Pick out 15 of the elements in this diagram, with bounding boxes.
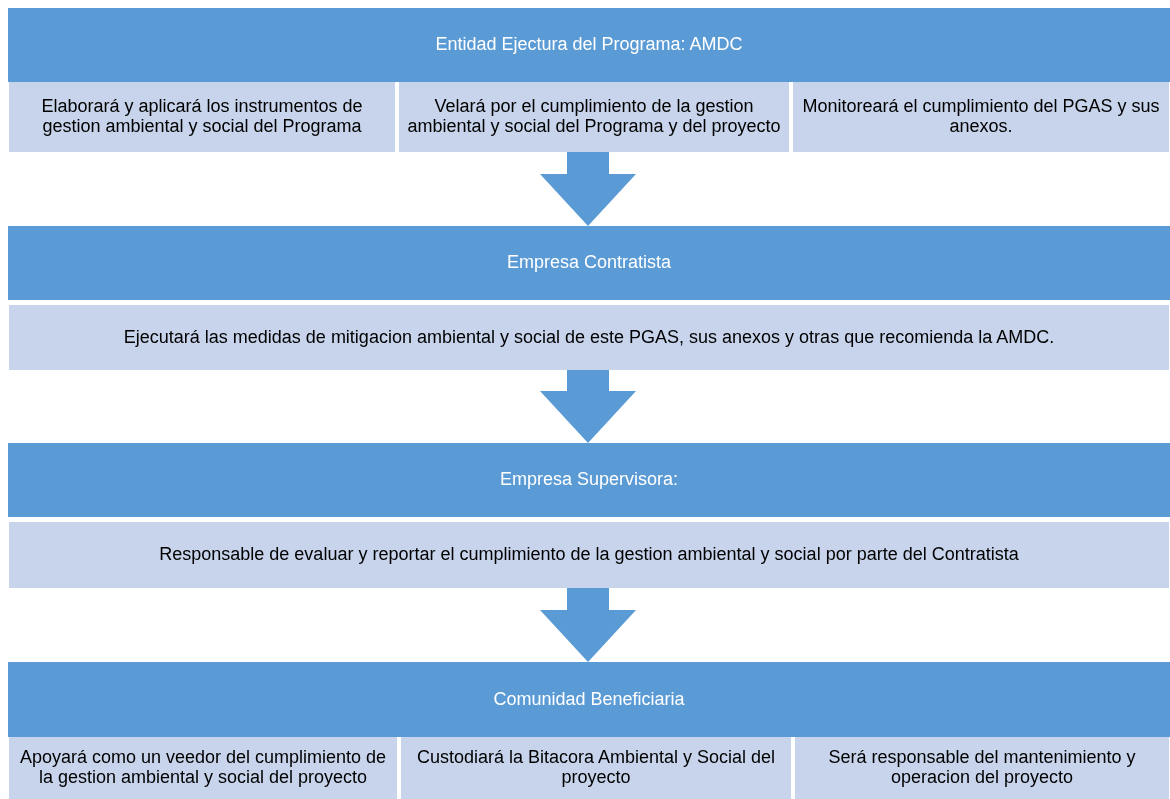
header-band: Entidad Ejectura del Programa: AMDC (8, 8, 1170, 82)
description-box: Responsable de evaluar y reportar el cumplimiento de la gestion ambiental y social por parte del Contratista (8, 522, 1170, 588)
description-box: Velará por el cumplimiento de la gestion ambiental y social del Programa y del proyecto (398, 82, 790, 152)
description-box: Monitoreará el cumplimiento del PGAS y sus anexos. (792, 82, 1170, 152)
description-box: Será responsable del mantenimiento y operacion del proyecto (794, 737, 1170, 799)
block-arrow (540, 370, 636, 443)
description-box: Elaborará y aplicará los instrumentos de gestion ambiental y social del Programa (8, 82, 396, 152)
block-arrow (540, 588, 636, 662)
description-box: Custodiará la Bitacora Ambiental y Social del proyecto (400, 737, 792, 799)
description-box: Ejecutará las medidas de mitigacion ambiental y social de este PGAS, sus anexos y otras que recomienda la AMDC. (8, 305, 1170, 370)
block-arrow (540, 152, 636, 226)
header-band: Empresa Supervisora: (8, 443, 1170, 517)
description-box: Apoyará como un veedor del cumplimiento de la gestion ambiental y social del proyecto (8, 737, 398, 799)
header-band: Empresa Contratista (8, 226, 1170, 300)
header-band: Comunidad Beneficiaria (8, 662, 1170, 737)
